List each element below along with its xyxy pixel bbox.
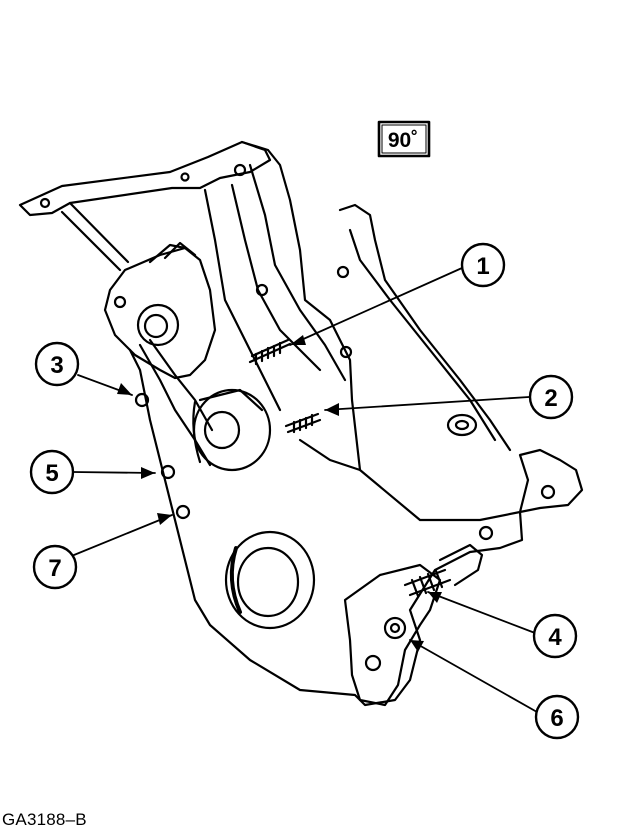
callout-circle-3 [34,341,80,387]
callout-circle-1 [460,242,506,288]
callout-circle-4 [532,613,578,659]
leader-lines [72,267,538,713]
arrowheads [117,335,442,652]
mounting-bracket [18,140,272,272]
crankshaft-seal [224,530,316,630]
idler-pulley [192,388,272,472]
callout-circles [29,242,580,740]
callout-number-3: 3 [50,352,63,379]
callout-number-7: 7 [48,555,61,582]
callout-number-5: 5 [45,460,58,487]
callout-number-4: 4 [548,624,562,651]
figure-id: GA3188–B [2,810,87,829]
callout-number-2: 2 [544,385,557,412]
callout-number-1: 1 [476,253,489,280]
bolt-1-graphic [248,338,292,366]
torque-angle-box: 90˚ [377,120,431,158]
callout-circle-5 [29,449,75,495]
bolt-2-graphic [284,412,322,434]
callout-circle-2 [528,374,574,420]
callout-circle-6 [534,694,580,740]
timing-cover-outline [128,140,584,707]
cover-bolts [134,392,191,520]
lower-bracket [343,543,484,707]
torque-angle-label: 90˚ [388,129,418,152]
belt-tensioner [103,241,217,467]
callout-circle-7 [32,544,78,590]
callout-number-6: 6 [550,705,563,732]
